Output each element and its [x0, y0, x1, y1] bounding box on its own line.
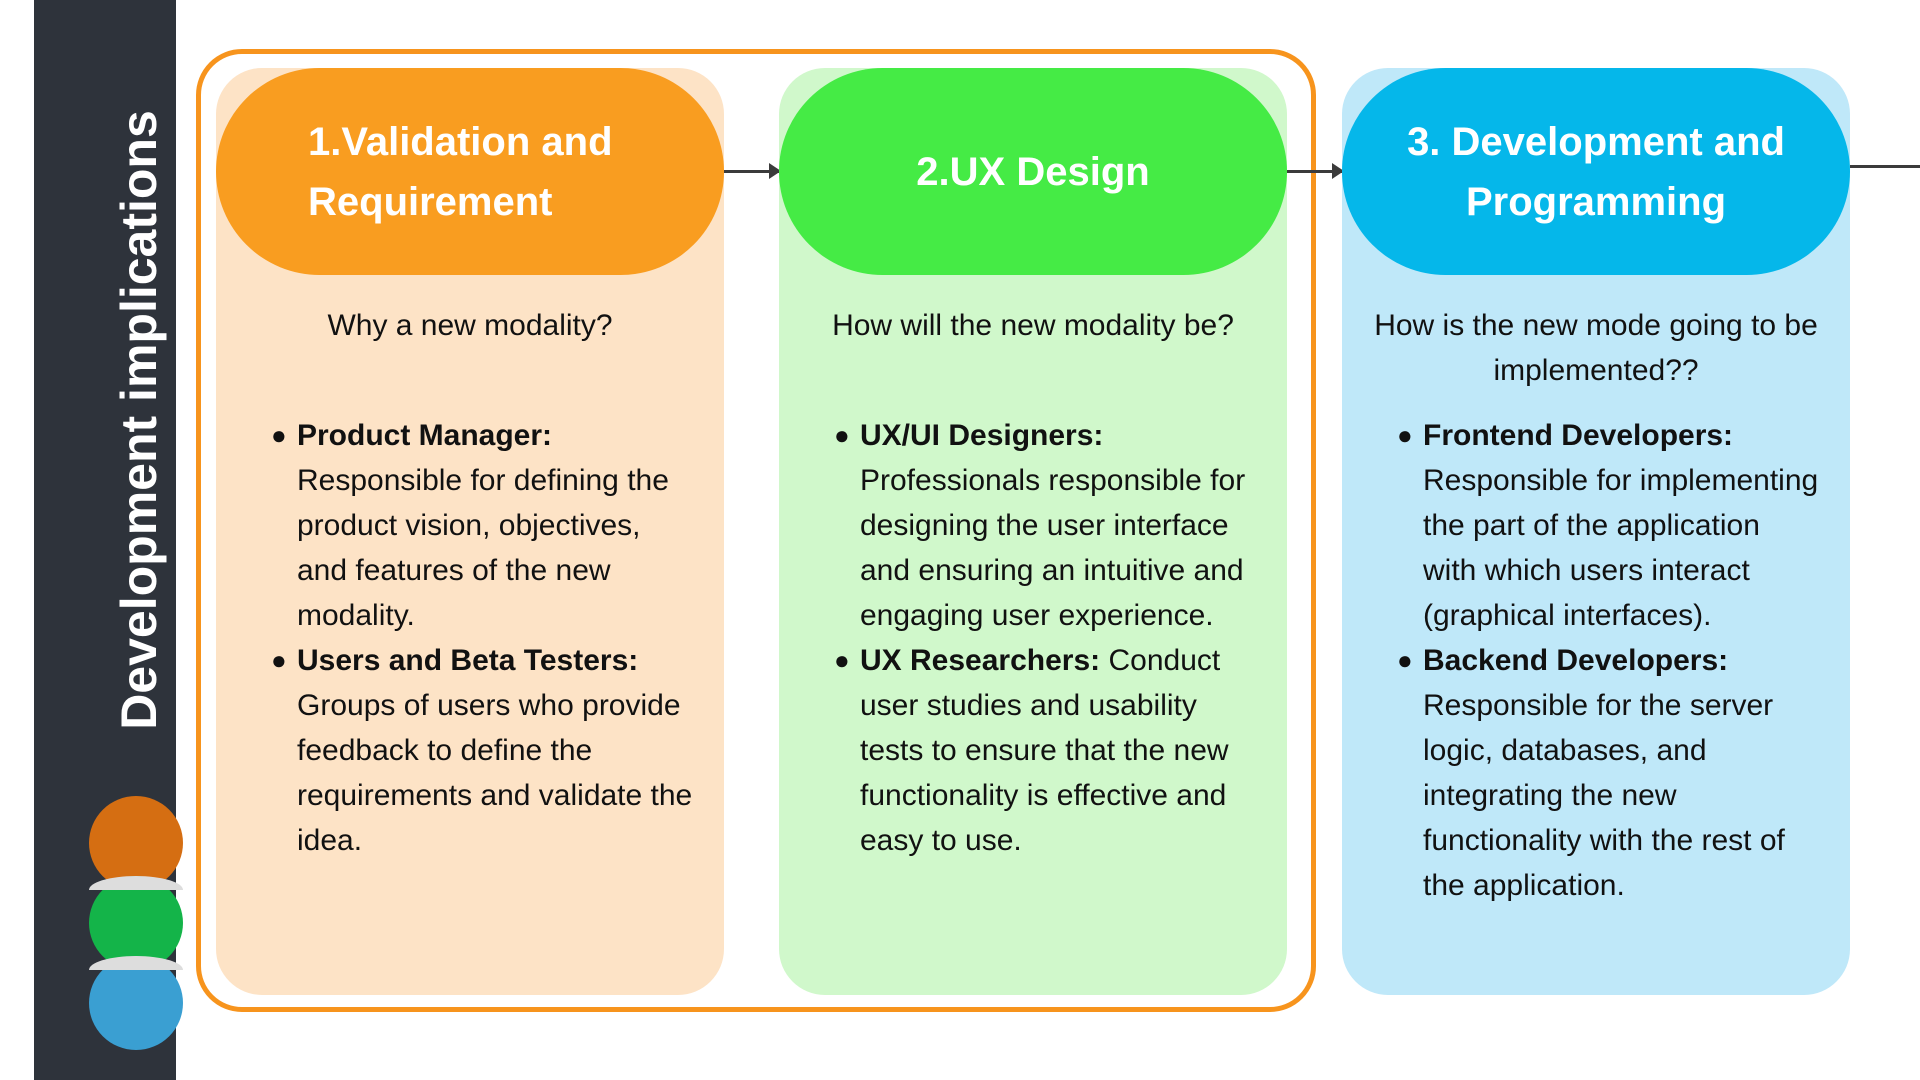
stage-question: How will the new modality be? — [832, 309, 1234, 342]
orange-circle — [89, 796, 183, 890]
bullet-icon: ● — [271, 420, 287, 450]
stage-ux-design-column: 2.UX Design How will the new modality be… — [779, 68, 1287, 995]
stage-title: 2.UX Design — [916, 149, 1150, 194]
role-name: Backend Developers: — [1423, 644, 1729, 677]
stage-title-pill: 2.UX Design — [779, 68, 1287, 275]
role-name: Product Manager: — [297, 419, 553, 452]
arrow-3-next — [1850, 165, 1920, 168]
arrow-2-to-3 — [1287, 163, 1344, 179]
roles-list: ● UX/UI Designers: Professionals responsib… — [832, 413, 1257, 863]
circle-overlap — [89, 876, 183, 890]
bullet-icon: ● — [834, 645, 850, 675]
stage-title: 3. Development and Programming — [1407, 119, 1785, 224]
stage-title-pill: 3. Development and Programming — [1342, 68, 1850, 275]
role-item: ● UX/UI Designers: Professionals responsib… — [834, 413, 1257, 638]
stage-development-column: 3. Development and Programming How is th… — [1342, 68, 1850, 995]
bullet-icon: ● — [1397, 420, 1413, 450]
role-item: ● UX Researchers: Conduct user studies an… — [834, 638, 1257, 863]
role-name: Users and Beta Testers: — [297, 644, 639, 677]
role-description: Responsible for defining the product vis… — [297, 464, 669, 632]
role-description: Groups of users who provide feedback to … — [297, 689, 693, 857]
bullet-icon: ● — [271, 645, 287, 675]
blue-circle — [89, 956, 183, 1050]
roles-list: ● Product Manager: Responsible for definin… — [269, 413, 694, 863]
role-item: ● Users and Beta Testers: Groups of users … — [271, 638, 694, 863]
stage-title: 1.Validation and Requirement — [308, 119, 613, 224]
bullet-icon: ● — [834, 420, 850, 450]
sidebar: Development implications — [34, 0, 183, 1080]
role-name: Frontend Developers: — [1423, 419, 1734, 452]
roles-list: ● Frontend Developers: Responsible for imp… — [1395, 413, 1820, 908]
role-description: Responsible for the server logic, databa… — [1423, 689, 1785, 902]
role-name: UX/UI Designers: — [860, 419, 1104, 452]
stage-question: How is the new mode going to be implemen… — [1374, 309, 1818, 387]
green-circle — [89, 876, 183, 970]
sidebar-title: Development implications — [111, 110, 167, 730]
stage-title-pill: 1.Validation and Requirement — [216, 68, 724, 275]
role-name: UX Researchers: — [860, 644, 1101, 677]
role-item: ● Product Manager: Responsible for definin… — [271, 413, 694, 638]
stage-question: Why a new modality? — [327, 309, 613, 342]
role-description: Conduct user studies and usability tests… — [860, 644, 1229, 857]
stage-validation-column: 1.Validation and Requirement Why a new m… — [216, 68, 724, 995]
arrow-1-to-2 — [724, 163, 781, 179]
role-description: Professionals responsible for designing … — [860, 464, 1246, 632]
bullet-icon: ● — [1397, 645, 1413, 675]
role-item: ● Frontend Developers: Responsible for imp… — [1397, 413, 1820, 638]
role-description: Responsible for implementing the part of… — [1423, 464, 1819, 632]
circle-overlap — [89, 956, 183, 970]
role-item: ● Backend Developers: Responsible for the … — [1397, 638, 1820, 908]
highlight-frame — [196, 49, 1316, 1012]
